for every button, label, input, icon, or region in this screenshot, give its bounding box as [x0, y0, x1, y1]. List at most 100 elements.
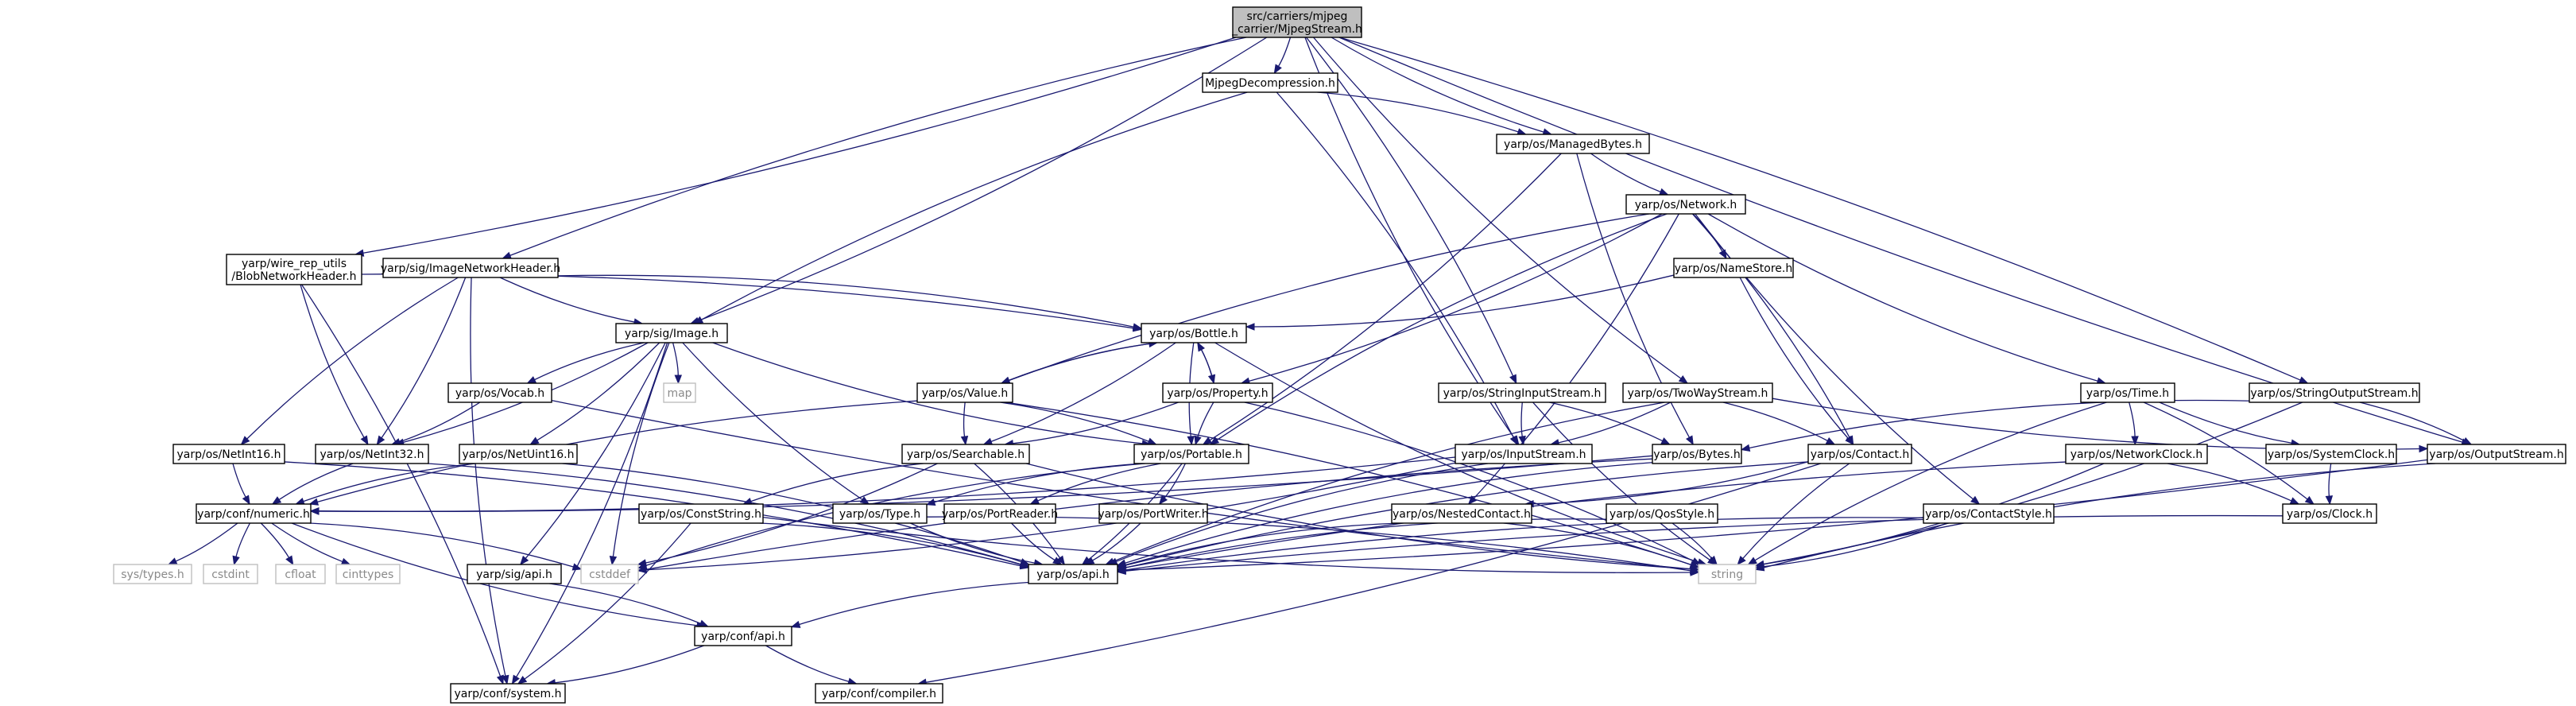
- node-sigapi[interactable]: yarp/sig/api.h: [467, 564, 562, 584]
- node-label: yarp/os/ManagedBytes.h: [1504, 138, 1642, 151]
- node-netuint16[interactable]: yarp/os/NetUint16.h: [459, 444, 578, 464]
- node-label: map: [667, 387, 691, 400]
- node-netint16[interactable]: yarp/os/NetInt16.h: [172, 444, 285, 464]
- edge-time-to-networkclock: [2129, 401, 2136, 437]
- node-label: yarp/os/Network.h: [1635, 199, 1737, 211]
- node-image[interactable]: yarp/sig/Image.h: [615, 323, 728, 343]
- edge-netint16-to-osapi: [284, 461, 1021, 567]
- node-imgnethdr[interactable]: yarp/sig/ImageNetworkHeader.h: [381, 258, 560, 278]
- edge-arrowhead: [609, 555, 618, 566]
- node-confcompiler[interactable]: yarp/conf/compiler.h: [815, 683, 943, 704]
- node-label: yarp/os/Clock.h: [2287, 508, 2373, 521]
- node-twoway[interactable]: yarp/os/TwoWayStream.h: [1622, 382, 1773, 403]
- node-numeric[interactable]: yarp/conf/numeric.h: [196, 503, 312, 524]
- node-networkclock[interactable]: yarp/os/NetworkClock.h: [2065, 444, 2208, 464]
- edge-arrowhead: [1509, 374, 1517, 385]
- node-mjpegdecomp[interactable]: MjpegDecompression.h: [1202, 72, 1338, 93]
- edge-clock-to-osapi: [1125, 514, 2284, 572]
- node-confsystem[interactable]: yarp/conf/system.h: [450, 683, 566, 704]
- node-label: yarp/os/NetInt16.h: [176, 448, 281, 461]
- edge-image-to-sigapi: [525, 342, 666, 559]
- edge-arrowhead: [1518, 435, 1526, 446]
- node-box: [1162, 382, 1273, 403]
- edge-portable-to-type: [934, 463, 1142, 503]
- node-value[interactable]: yarp/os/Value.h: [916, 382, 1013, 403]
- node-qosstyle[interactable]: yarp/os/QosStyle.h: [1606, 503, 1718, 524]
- edge-bottle-to-value: [1009, 342, 1158, 381]
- edge-stroutput-to-bytes: [1749, 399, 2250, 449]
- node-box: [1622, 382, 1773, 403]
- edge-arrowhead: [960, 435, 969, 446]
- edge-sigapi-to-confapi: [549, 583, 701, 624]
- node-vocab[interactable]: yarp/os/Vocab.h: [447, 382, 552, 403]
- node-string: string: [1698, 564, 1757, 584]
- node-confapi[interactable]: yarp/conf/api.h: [694, 626, 792, 646]
- node-root[interactable]: src/carriers/mjpeg_carrier/MjpegStream.h: [1231, 6, 1362, 38]
- edge-image-to-type: [682, 342, 863, 500]
- edge-arrowhead: [240, 436, 250, 445]
- node-blobnet[interactable]: yarp/wire_rep_utils/BlobNetworkHeader.h: [226, 254, 362, 285]
- node-label: yarp/os/PortWriter.h: [1098, 508, 1208, 521]
- node-conststring[interactable]: yarp/os/ConstString.h: [638, 503, 764, 524]
- node-label: yarp/os/Portable.h: [1141, 448, 1242, 461]
- node-netint32[interactable]: yarp/os/NetInt32.h: [315, 444, 429, 464]
- edge-value-to-searchable: [963, 401, 966, 437]
- edge-netint32-to-osapi: [428, 463, 1021, 565]
- edge-network-to-time: [1707, 213, 2098, 382]
- node-portreader[interactable]: yarp/os/PortReader.h: [942, 503, 1058, 524]
- node-bottle[interactable]: yarp/os/Bottle.h: [1141, 323, 1247, 343]
- edge-strinput-to-string: [1532, 401, 1710, 561]
- node-inputstream[interactable]: yarp/os/InputStream.h: [1455, 444, 1593, 464]
- edge-arrowhead: [1084, 557, 1095, 565]
- node-portwriter[interactable]: yarp/os/PortWriter.h: [1098, 503, 1209, 524]
- edge-imgnethdr-to-bottle: [557, 274, 1134, 328]
- node-property[interactable]: yarp/os/Property.h: [1162, 382, 1273, 403]
- node-contactstyle[interactable]: yarp/os/ContactStyle.h: [1923, 503, 2055, 524]
- edge-root-to-twoway: [1313, 37, 1682, 379]
- node-label: yarp/os/Vocab.h: [455, 387, 544, 400]
- edge-arrowhead: [1056, 555, 1066, 566]
- node-outputstream[interactable]: yarp/os/OutputStream.h: [2427, 444, 2566, 464]
- node-box: [447, 382, 552, 403]
- edge-netint16-to-numeric: [232, 463, 246, 498]
- node-contact[interactable]: yarp/os/Contact.h: [1807, 444, 1912, 464]
- edge-arrowhead: [526, 376, 537, 384]
- node-portable[interactable]: yarp/os/Portable.h: [1133, 444, 1249, 464]
- node-nestedcontact[interactable]: yarp/os/NestedContact.h: [1391, 503, 1532, 524]
- edge-arrowhead: [699, 619, 709, 627]
- node-systemclock[interactable]: yarp/os/SystemClock.h: [2265, 444, 2397, 464]
- edge-network-to-contactstyle: [1695, 213, 1974, 500]
- node-label: yarp/os/Contact.h: [1811, 448, 1910, 461]
- node-box: [638, 503, 764, 524]
- node-network[interactable]: yarp/os/Network.h: [1625, 194, 1746, 215]
- edge-arrowhead: [925, 498, 936, 506]
- node-stroutput[interactable]: yarp/os/StringOutputStream.h: [2249, 382, 2420, 403]
- edge-arrowhead: [1737, 555, 1746, 566]
- node-bytes[interactable]: yarp/os/Bytes.h: [1652, 444, 1742, 464]
- edge-portreader-to-osapi: [1011, 522, 1056, 561]
- node-box: [580, 564, 639, 584]
- edge-networkclock-to-clock: [2167, 463, 2292, 502]
- edge-time-to-clock: [2143, 401, 2308, 500]
- node-searchable[interactable]: yarp/os/Searchable.h: [901, 444, 1030, 464]
- edge-arrowhead: [1029, 497, 1040, 505]
- node-label: yarp/os/Property.h: [1167, 387, 1268, 400]
- node-box: [1698, 564, 1757, 584]
- node-osapi[interactable]: yarp/os/api.h: [1028, 564, 1118, 584]
- node-clock[interactable]: yarp/os/Clock.h: [2282, 503, 2377, 524]
- edge-arrowhead: [1509, 435, 1518, 446]
- edge-arrowhead: [1158, 495, 1168, 506]
- node-box: [916, 382, 1013, 403]
- edge-arrowhead: [308, 498, 320, 506]
- node-box: [196, 503, 312, 524]
- edge-arrowhead: [2304, 495, 2315, 505]
- edge-imgnethdr-to-confsystem: [470, 277, 506, 677]
- node-strinput[interactable]: yarp/os/StringInputStream.h: [1438, 382, 1606, 403]
- node-namestore[interactable]: yarp/os/NameStore.h: [1673, 258, 1794, 278]
- node-box: [2427, 444, 2566, 464]
- node-time[interactable]: yarp/os/Time.h: [2080, 382, 2175, 403]
- node-type[interactable]: yarp/os/Type.h: [832, 503, 928, 524]
- node-managedbytes[interactable]: yarp/os/ManagedBytes.h: [1496, 134, 1650, 154]
- node-label: src/carriers/mjpeg: [1247, 10, 1348, 23]
- node-box: [275, 564, 326, 584]
